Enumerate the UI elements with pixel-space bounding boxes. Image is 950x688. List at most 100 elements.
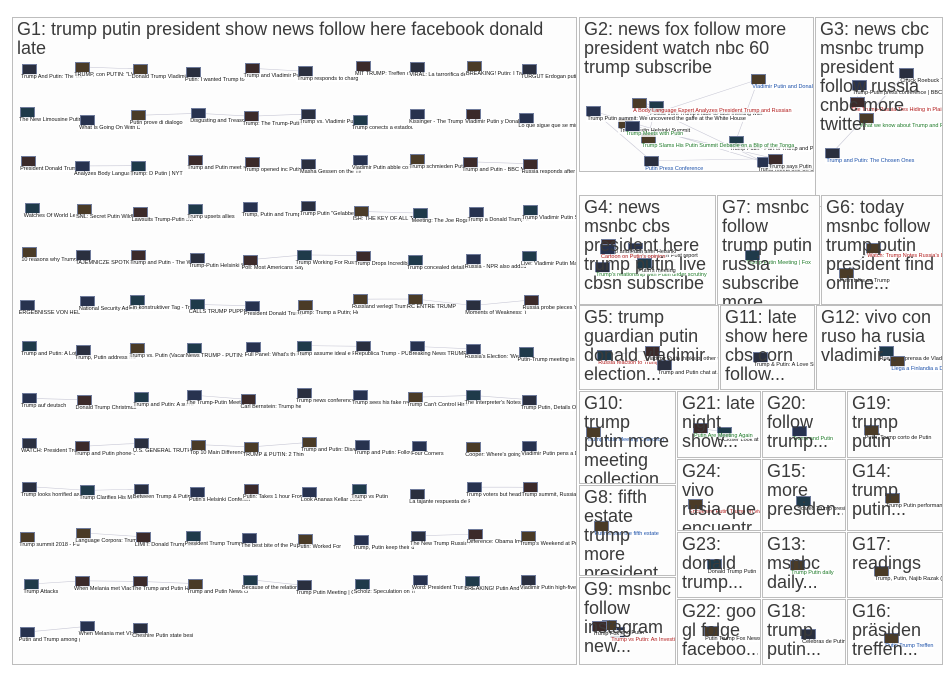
- video-caption: Trump and Putin - BBC News (2018): [461, 167, 523, 173]
- video-caption: Trump Putin "Gelabber": [299, 211, 359, 217]
- video-caption: Trump says Putin is "probably" involved …: [768, 164, 813, 170]
- group-label: G5: trump guardian putin donald vladimir…: [584, 308, 716, 384]
- group-g15[interactable]: Scared Trump presidencyG15: more preside…: [762, 459, 846, 531]
- video-caption: Trump concealed details of Putin meeting…: [406, 265, 468, 271]
- video-caption: Llega a Finlandia a Donald Tr: [890, 366, 942, 372]
- video-caption: Carl Bernstein: Trump helped Putin desta…: [239, 404, 301, 410]
- group-g17[interactable]: Trump, Putin, Najib Razak (former PM of …: [847, 532, 943, 598]
- video-caption: 10 reasons why Trump is a Russian asset: [20, 257, 82, 263]
- video-caption: Trump summit 2018 - Putin India and the …: [18, 542, 80, 548]
- video-caption: TRUMP & PUTIN: 2 Things No ONE Noticed (…: [242, 452, 304, 458]
- group-g14[interactable]: Trump Putin performanceG14: trump putin.…: [847, 459, 943, 531]
- group-label: G2: news fox follow more president watch…: [584, 20, 811, 77]
- video-caption: The Interpreter's Notes From the Trump-P…: [464, 400, 526, 406]
- video-caption: Trump sees his fake news media were not: [351, 400, 413, 406]
- video-caption: The New Trump Russia Narrative Falls Apa…: [409, 541, 471, 547]
- video-caption: The Trump-Putin Meeting: Helsinki Confer…: [185, 400, 247, 406]
- node-layer: Trump And Putin: The Back TogetheTRUMP, …: [13, 18, 576, 664]
- video-caption: Trump and Putin meet and shake hands ahe…: [186, 165, 248, 171]
- video-caption: Breaking News TRUMP - PUTIN with Chris C…: [408, 351, 470, 357]
- video-caption: Trump Putin Meeting | Our Cartoon Presid: [295, 590, 357, 596]
- video-caption: Vladimir Putin abble con Donald Trump: [351, 165, 413, 171]
- video-caption: Trump Working For Russia?: [295, 260, 357, 266]
- video-caption: Trump Vladimir Putin Style: [521, 215, 577, 221]
- video-caption: Scholz: Speculation on Trump-Putin CONSP…: [353, 589, 415, 595]
- group-g11[interactable]: Trump & Putin: A Love StoryG11: late sho…: [720, 305, 815, 390]
- video-caption: Cheshire Putin state beside Putin: [131, 633, 193, 639]
- video-caption: Poll: Most Americans Say Another Trump-P…: [241, 265, 303, 271]
- group-g9[interactable]: Trump vs Putin: An Investigated Whether …: [579, 577, 676, 665]
- video-caption: Trump voters but heads on Trump-Putin su…: [465, 492, 527, 498]
- video-caption: CALLS TRUMP PUPPET, OBAMA DIDN'T GET VET…: [188, 309, 250, 315]
- video-caption: Republica Trump - PUTIN: Vladimir Putin: [354, 351, 416, 357]
- group-label: G23: donald trump...: [682, 535, 758, 592]
- video-caption: Trump upsets allies: [186, 214, 235, 220]
- video-caption: Trump looks horrified as Putin takes pre…: [20, 492, 82, 498]
- video-caption: Russland verlegt Trump Putin Treffen | E…: [351, 304, 413, 310]
- video-caption: Trump opened inc Putin relationship: [243, 167, 305, 173]
- video-caption: President Donald Trump's Historic Russia…: [19, 166, 81, 172]
- video-caption: Putin's Helsinki Conference - DW Türkçe: [188, 497, 250, 503]
- group-label: G9: msnbc follow instagram new...: [584, 580, 673, 656]
- video-caption: Russia probe pieces 'meeting': [522, 305, 577, 311]
- video-caption: TURGUT Erdogan putin stresi: [520, 74, 577, 80]
- group-label: G8: fifth estate trump more president...: [584, 488, 673, 576]
- video-caption: Lawsuits Trump-Putin over Putin, Saudi h…: [131, 217, 193, 223]
- group-g2[interactable]: Trump Putin - Part of Trump and PutinVla…: [579, 17, 814, 172]
- group-g12[interactable]: Rueda de prensa de Vladimir PutinLlega a…: [816, 305, 943, 390]
- video-caption: Four Corners: [410, 451, 444, 457]
- video-caption: ISH: THE KEY OF ALL TESLA KEYSTONE!!! PU…: [352, 216, 414, 222]
- video-caption: VIRAL: La tarrorifica de Melania Trump: [408, 72, 470, 78]
- group-g1[interactable]: Trump And Putin: The Back TogetheTRUMP, …: [12, 17, 577, 665]
- group-label: G14: trump putin...: [852, 462, 940, 519]
- video-caption: Trump, Putin address Interference In U.S…: [74, 355, 136, 361]
- video-caption: The Trump and Putin Handshake: [131, 586, 193, 592]
- video-caption: Trump auf deutsch: [20, 403, 68, 409]
- video-caption: SNL: Secret Putin Wildlife Ad (2018): [75, 214, 137, 220]
- video-caption: Because of the relationship Trump and Pu…: [241, 585, 303, 591]
- video-caption: Trump vs. Putin (Vacanze in Romania): [128, 353, 190, 359]
- video-caption: Trump assume ideal e Putin interpreta 10: [295, 351, 357, 357]
- video-caption: Putin: Takes 1 hour From Trump-Putin Mee…: [242, 494, 304, 500]
- video-caption: Trump Can't Control Himself Around Putin: [406, 402, 468, 408]
- video-caption: Meeting: The Joe Rogan Meeting In Hillar…: [411, 218, 473, 224]
- video-caption: The New Limousine Putin vs Limousine Tru…: [18, 117, 80, 123]
- video-caption: Trump vs Putin: [350, 494, 389, 500]
- video-caption: Trump a Donald Trump vs Russia: [467, 217, 529, 223]
- video-caption: Putin: Worked For: [296, 544, 342, 550]
- group-label: G22: goo gl folge faceboo...: [682, 602, 758, 659]
- video-caption: MIT TRUMP: Treffen das Lach: [354, 71, 416, 77]
- video-caption: Trump and Putin: The Chosen Ones: [825, 158, 915, 164]
- video-caption: Vladimir Putin pens a Donald Trump e as …: [520, 451, 577, 457]
- video-caption: Trump Meets with Putin: [625, 131, 685, 137]
- video-caption: Trump news conference after the Helsinki…: [295, 398, 357, 404]
- group-label: G18: trump putin...: [767, 602, 843, 659]
- group-label: G20: follow trump...: [767, 394, 843, 451]
- video-caption: Putin prove di dialogo: [129, 120, 184, 126]
- video-caption: Trump summit, Russia trolls are stopping…: [521, 492, 577, 498]
- video-caption: When Melania met Vladimir Putin, what La…: [73, 586, 135, 592]
- video-caption: ERGEBNISSE VON HELSINKI: Pressekonferenz…: [18, 310, 80, 316]
- group-label: G13: msnbc daily...: [767, 535, 843, 592]
- video-caption: Trump and Putin: A Lot of NYT Opinion - …: [20, 351, 82, 357]
- video-caption: Russia - NPR also added explains: [464, 264, 526, 270]
- video-caption: Trump Attacks: [22, 589, 59, 595]
- group-label: G10: trump putin more meeting collection…: [584, 394, 673, 484]
